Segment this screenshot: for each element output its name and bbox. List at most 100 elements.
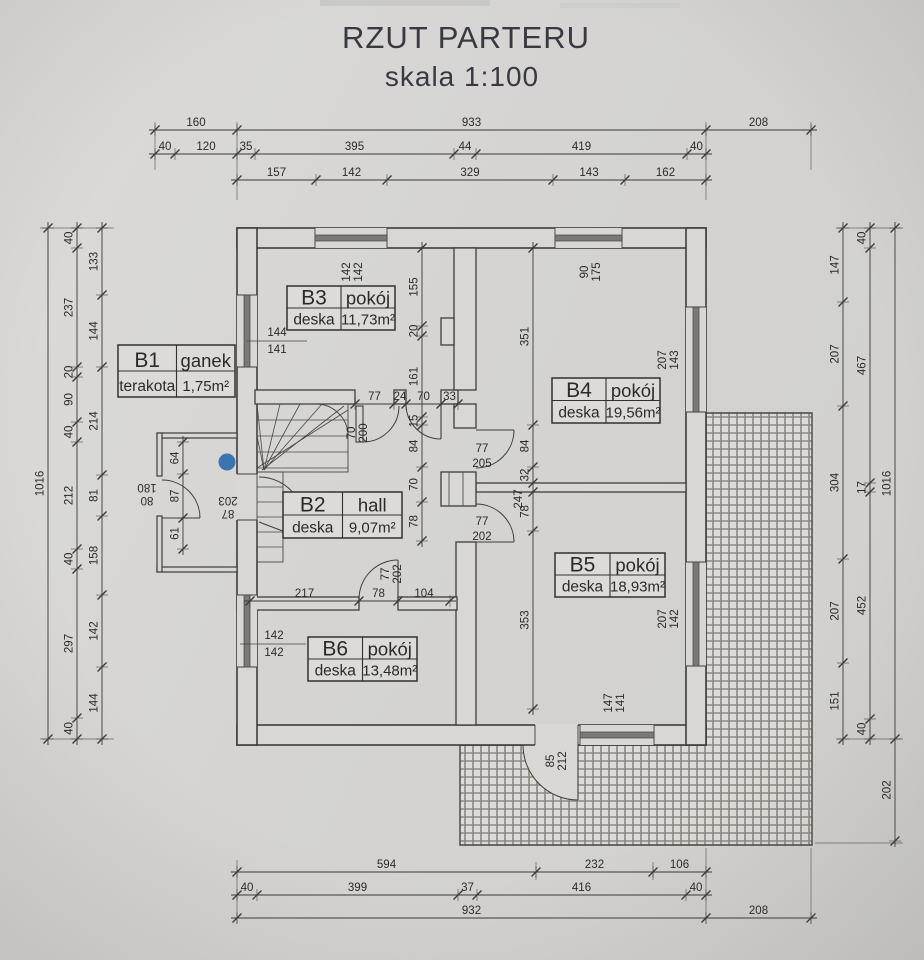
svg-text:157: 157: [267, 167, 286, 179]
room-name: pokój: [615, 554, 659, 575]
room-area: 19,56m²: [605, 405, 660, 422]
svg-text:106: 106: [670, 859, 689, 871]
svg-text:44: 44: [459, 141, 472, 153]
room-name: hall: [358, 494, 387, 515]
svg-text:61: 61: [170, 527, 182, 540]
svg-text:175: 175: [591, 262, 603, 281]
room-name: pokój: [346, 287, 390, 308]
svg-text:81: 81: [89, 489, 101, 502]
svg-text:932: 932: [462, 905, 481, 917]
svg-text:40: 40: [241, 882, 254, 894]
svg-text:40: 40: [857, 232, 869, 245]
svg-text:208: 208: [749, 905, 768, 917]
svg-text:200: 200: [358, 423, 370, 442]
svg-text:161: 161: [409, 367, 421, 386]
svg-text:40: 40: [64, 426, 76, 439]
scan-smudge: [320, 0, 490, 6]
room-id: B3: [301, 286, 327, 309]
svg-text:416: 416: [572, 882, 591, 894]
svg-text:40: 40: [64, 232, 76, 245]
room-name: pokój: [611, 380, 655, 401]
svg-text:467: 467: [857, 356, 869, 375]
svg-text:180: 180: [137, 481, 156, 493]
svg-text:419: 419: [572, 141, 591, 153]
room-label-B2: B2 hall deska 9,07m²: [282, 491, 403, 539]
svg-text:17: 17: [857, 481, 869, 494]
room-area: 13,48m²: [362, 663, 417, 680]
svg-text:452: 452: [857, 596, 869, 615]
svg-text:78: 78: [409, 515, 421, 528]
scan-smudge: [560, 3, 680, 8]
room-id: B1: [134, 349, 160, 372]
svg-text:142: 142: [341, 262, 353, 281]
svg-text:141: 141: [615, 693, 627, 712]
svg-text:203: 203: [218, 494, 237, 506]
svg-text:202: 202: [472, 531, 491, 543]
svg-text:202: 202: [392, 564, 404, 583]
svg-text:24: 24: [394, 391, 407, 403]
svg-text:85: 85: [545, 755, 557, 768]
room-finish: deska: [292, 519, 334, 536]
svg-text:40: 40: [159, 141, 172, 153]
svg-text:304: 304: [830, 472, 842, 492]
room-id: B5: [570, 553, 596, 576]
svg-text:162: 162: [656, 167, 675, 179]
room-area: 9,07m²: [349, 519, 396, 536]
svg-text:33: 33: [443, 391, 456, 403]
svg-text:399: 399: [348, 882, 367, 894]
svg-text:205: 205: [472, 458, 491, 470]
page-subtitle: skala 1:100: [385, 61, 539, 92]
svg-text:212: 212: [64, 486, 76, 505]
svg-text:207: 207: [657, 609, 669, 628]
svg-text:147: 147: [830, 255, 842, 274]
svg-text:143: 143: [669, 350, 681, 369]
svg-text:207: 207: [830, 344, 842, 363]
svg-text:84: 84: [520, 439, 532, 452]
svg-text:77: 77: [476, 516, 489, 528]
svg-text:40: 40: [690, 882, 703, 894]
svg-text:142: 142: [353, 262, 365, 281]
svg-text:15: 15: [409, 415, 421, 428]
svg-text:40: 40: [857, 723, 869, 736]
svg-text:77: 77: [368, 391, 381, 403]
svg-text:70: 70: [346, 427, 358, 440]
svg-text:151: 151: [830, 691, 842, 710]
svg-text:155: 155: [409, 277, 421, 296]
svg-text:142: 142: [669, 609, 681, 628]
svg-text:142: 142: [264, 630, 283, 642]
svg-text:594: 594: [377, 859, 397, 871]
svg-text:207: 207: [657, 350, 669, 369]
svg-text:933: 933: [462, 117, 481, 129]
svg-text:142: 142: [89, 621, 101, 640]
svg-text:70: 70: [417, 391, 430, 403]
dim-chain-right-1: 147 207 304 207 151: [830, 222, 849, 745]
svg-text:143: 143: [579, 167, 598, 179]
svg-text:70: 70: [409, 478, 421, 491]
dim-chain-right-2: 40 467 17 452 40: [857, 222, 876, 745]
dim-chain-bottom-3: 932 208: [231, 905, 817, 924]
svg-text:35: 35: [240, 141, 253, 153]
svg-text:144: 144: [89, 693, 101, 713]
svg-text:217: 217: [295, 588, 314, 600]
svg-text:329: 329: [460, 167, 479, 179]
room-finish: deska: [293, 312, 335, 329]
room-id: B2: [300, 493, 326, 516]
svg-text:207: 207: [830, 601, 842, 620]
svg-text:78: 78: [372, 588, 385, 600]
svg-text:208: 208: [749, 117, 768, 129]
